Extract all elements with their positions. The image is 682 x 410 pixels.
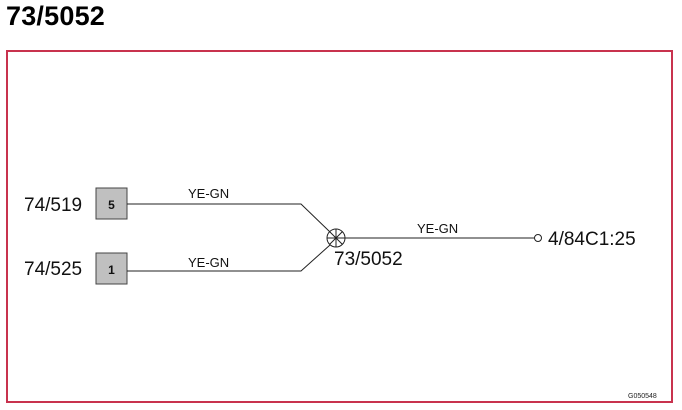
splice-label: 73/5052 (334, 249, 403, 270)
pin-box-1 (95, 252, 128, 285)
destination-label: 4/84C1:25 (548, 229, 636, 250)
splice-icon (326, 228, 346, 248)
wire-color-out: YE-GN (417, 221, 458, 236)
terminal-icon (534, 234, 542, 242)
connector-label-74-525: 74/525 (24, 259, 82, 280)
wire-lower (127, 244, 331, 272)
diagram-frame (6, 50, 673, 403)
wire-color-upper: YE-GN (188, 186, 229, 201)
pin-number-1: 1 (108, 263, 115, 277)
page-title: 73/5052 (6, 1, 105, 31)
connector-label-74-519: 74/519 (24, 195, 82, 216)
wire-color-lower: YE-GN (188, 255, 229, 270)
pin-number-5: 5 (108, 198, 115, 212)
pin-box-5 (95, 187, 128, 220)
figure-reference: G050548 (628, 393, 657, 400)
wire-upper (127, 203, 331, 233)
